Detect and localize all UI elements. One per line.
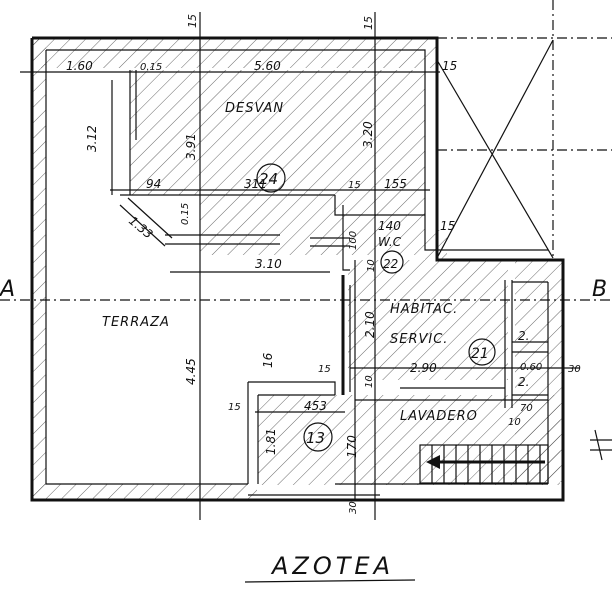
- room-label-wc: W.C: [378, 235, 402, 249]
- dim-100: 100: [348, 231, 359, 250]
- dimension-labels: 1.60 0.15 5.60 15 3.12 3.91 3.20 94 311 …: [66, 14, 581, 514]
- room-number-2a: 2.: [518, 329, 529, 343]
- stair: [419, 444, 549, 484]
- dim-3-10: 3.10: [255, 257, 282, 271]
- dim-15-right: 15: [442, 59, 457, 73]
- plan-title: AZOTEA: [270, 552, 394, 580]
- dim-170: 170: [345, 435, 359, 458]
- dim-2-90: 2.90: [410, 361, 437, 375]
- dim-0-15-top: 0.15: [140, 62, 162, 73]
- room-label-terraza: TERRAZA: [102, 315, 170, 330]
- dim-30-bottom: 30: [348, 501, 359, 514]
- dim-70: 70: [520, 403, 533, 414]
- room-label-habitac: HABITAC.: [390, 302, 458, 317]
- section-mark-a: A: [0, 277, 15, 302]
- dim-140: 140: [378, 219, 401, 233]
- room-number-22: 22: [383, 257, 398, 271]
- dim-10-lav: 10: [508, 417, 521, 428]
- dim-15-wc: 15: [440, 219, 455, 233]
- room-labels: DESVAN TERRAZA HABITAC. SERVIC. LAVADERO…: [102, 101, 478, 424]
- dim-3-20: 3.20: [361, 121, 375, 148]
- room-number-24: 24: [259, 170, 278, 188]
- dim-5-60: 5.60: [254, 59, 281, 73]
- section-mark-b: B: [592, 277, 607, 302]
- room-numbers: 24 22 21 13 2. 2.: [259, 170, 529, 447]
- section-markers: A B: [0, 277, 612, 461]
- room-label-desvan: DESVAN: [225, 101, 284, 116]
- dim-15-mid: 15: [348, 180, 361, 191]
- dim-155: 155: [384, 177, 407, 191]
- dim-4-45: 4.45: [184, 358, 198, 385]
- dim-15-top-axis-1: 15: [186, 14, 199, 28]
- room-number-2b: 2.: [518, 375, 529, 389]
- plan-title-group: AZOTEA: [244, 552, 416, 583]
- dim-0-60: 0.60: [520, 362, 542, 373]
- room-number-13: 13: [306, 429, 325, 447]
- dim-15-top-axis-2: 15: [362, 16, 375, 30]
- room-label-servic: SERVIC.: [390, 332, 448, 347]
- dim-2-10: 2.10: [363, 311, 377, 338]
- dim-3-12: 3.12: [85, 125, 99, 152]
- grid-axes: [0, 0, 612, 520]
- dim-10-hab: 10: [364, 375, 375, 388]
- room-label-lavadero: LAVADERO: [400, 409, 478, 424]
- dim-94: 94: [146, 177, 161, 191]
- dim-3-91: 3.91: [184, 133, 198, 160]
- dim-1-81: 1.81: [264, 428, 278, 455]
- dim-1-33: 1.33: [126, 214, 155, 242]
- dim-10-wc: 10: [366, 259, 377, 272]
- dim-1-60: 1.60: [66, 59, 93, 73]
- room-circles: [256, 163, 496, 452]
- dim-16: 16: [261, 352, 275, 368]
- dim-311: 311: [244, 177, 267, 191]
- room-number-21: 21: [471, 346, 489, 362]
- dim-15-lav: 15: [228, 402, 241, 413]
- dim-0-15-side: 0.15: [180, 203, 191, 225]
- dim-30-right: 30: [568, 364, 581, 375]
- dim-15-hab: 15: [318, 364, 331, 375]
- dim-453: 453: [304, 399, 327, 413]
